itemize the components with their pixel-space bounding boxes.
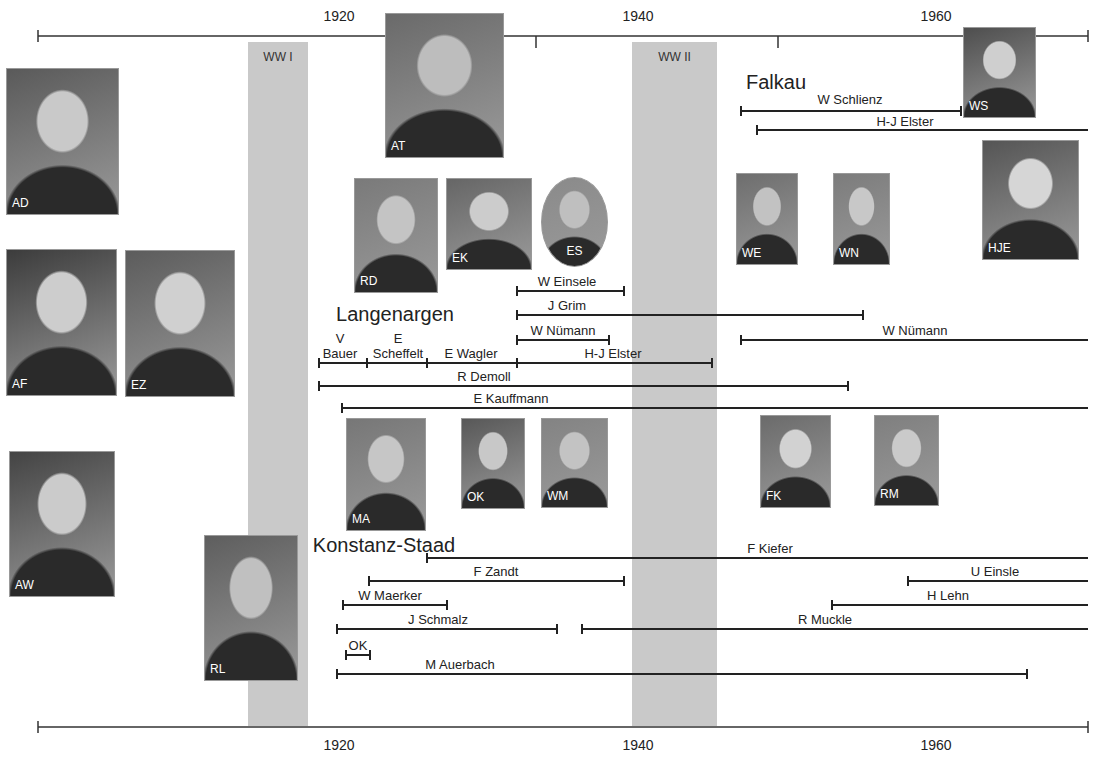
- portrait-initials: RM: [880, 487, 899, 501]
- researcher-name: R Muckle: [798, 612, 852, 627]
- axis-year: 1960: [920, 738, 951, 753]
- researcher-name: OK: [349, 638, 368, 653]
- portrait-initials: EK: [452, 251, 468, 265]
- band-label: WW I: [248, 50, 308, 64]
- researcher-name: V Bauer: [319, 331, 361, 361]
- portrait-initials: MA: [352, 512, 370, 526]
- portrait-photo: WE: [736, 173, 798, 265]
- researcher-name: H-J Elster: [584, 346, 641, 361]
- portrait-photo: RD: [354, 178, 438, 293]
- war-band: WW II: [632, 42, 717, 726]
- researcher-name: J Schmalz: [408, 612, 468, 627]
- site-name: Langenargen: [336, 303, 454, 325]
- portrait-photo: EK: [446, 178, 532, 270]
- portrait-initials: HJE: [988, 241, 1011, 255]
- researcher-name: E Kauffmann: [474, 391, 549, 406]
- axis-year: 1940: [622, 738, 653, 753]
- portrait-initials: RL: [210, 662, 225, 676]
- band-label: WW II: [632, 50, 717, 64]
- researcher-name: W Einsele: [538, 274, 597, 289]
- portrait-photo: FK: [760, 415, 831, 508]
- researcher-name: W Schlienz: [817, 92, 882, 107]
- researcher-name: E Wagler: [445, 346, 498, 361]
- portrait-photo: EZ: [125, 250, 235, 397]
- researcher-name: U Einsle: [971, 564, 1019, 579]
- researcher-name: F Zandt: [474, 564, 519, 579]
- portrait-photo: WN: [833, 173, 890, 265]
- portrait-initials: AT: [391, 139, 405, 153]
- portrait-photo: MA: [346, 418, 426, 531]
- portrait-initials: EZ: [131, 378, 146, 392]
- portrait-initials: FK: [766, 489, 781, 503]
- researcher-name: W Nümann: [530, 323, 595, 338]
- portrait-initials: WE: [742, 246, 761, 260]
- portrait-initials: AF: [12, 377, 27, 391]
- portrait-photo: AT: [385, 13, 504, 158]
- portrait-photo: OK: [461, 418, 525, 509]
- portrait-initials: OK: [467, 490, 484, 504]
- site-name: Falkau: [746, 71, 806, 93]
- axis-year: 1940: [622, 9, 653, 24]
- portrait-photo: WM: [541, 418, 608, 508]
- researcher-name: W Maerker: [358, 588, 422, 603]
- portrait-photo: AW: [9, 451, 115, 597]
- researcher-name: H-J Elster: [876, 114, 933, 129]
- researcher-name: M Auerbach: [425, 657, 494, 672]
- portrait-initials: WN: [839, 246, 859, 260]
- portrait-initials: WM: [547, 489, 568, 503]
- portrait-initials: RD: [360, 274, 377, 288]
- portrait-photo: HJE: [982, 140, 1079, 260]
- researcher-name: R Demoll: [457, 369, 510, 384]
- portrait-initials: ES: [566, 244, 582, 258]
- portrait-photo: RL: [204, 535, 298, 681]
- researcher-name: E Scheffelt: [368, 331, 428, 361]
- portrait-photo: AF: [6, 249, 117, 396]
- portrait-initials: AW: [15, 578, 34, 592]
- researcher-name: J Grim: [548, 298, 586, 313]
- portrait-photo: RM: [874, 415, 939, 506]
- portrait-photo: WS: [963, 27, 1036, 118]
- site-name: Konstanz-Staad: [313, 534, 455, 556]
- axis-year: 1920: [323, 9, 354, 24]
- portrait-photo: AD: [6, 68, 119, 215]
- axis-year: 1960: [920, 9, 951, 24]
- researcher-name: W Nümann: [882, 323, 947, 338]
- portrait-initials: AD: [12, 196, 29, 210]
- researcher-name: H Lehn: [927, 588, 969, 603]
- portrait-photo: ES: [541, 177, 608, 267]
- axis-year: 1920: [323, 738, 354, 753]
- researcher-name: F Kiefer: [747, 541, 793, 556]
- portrait-initials: WS: [969, 99, 988, 113]
